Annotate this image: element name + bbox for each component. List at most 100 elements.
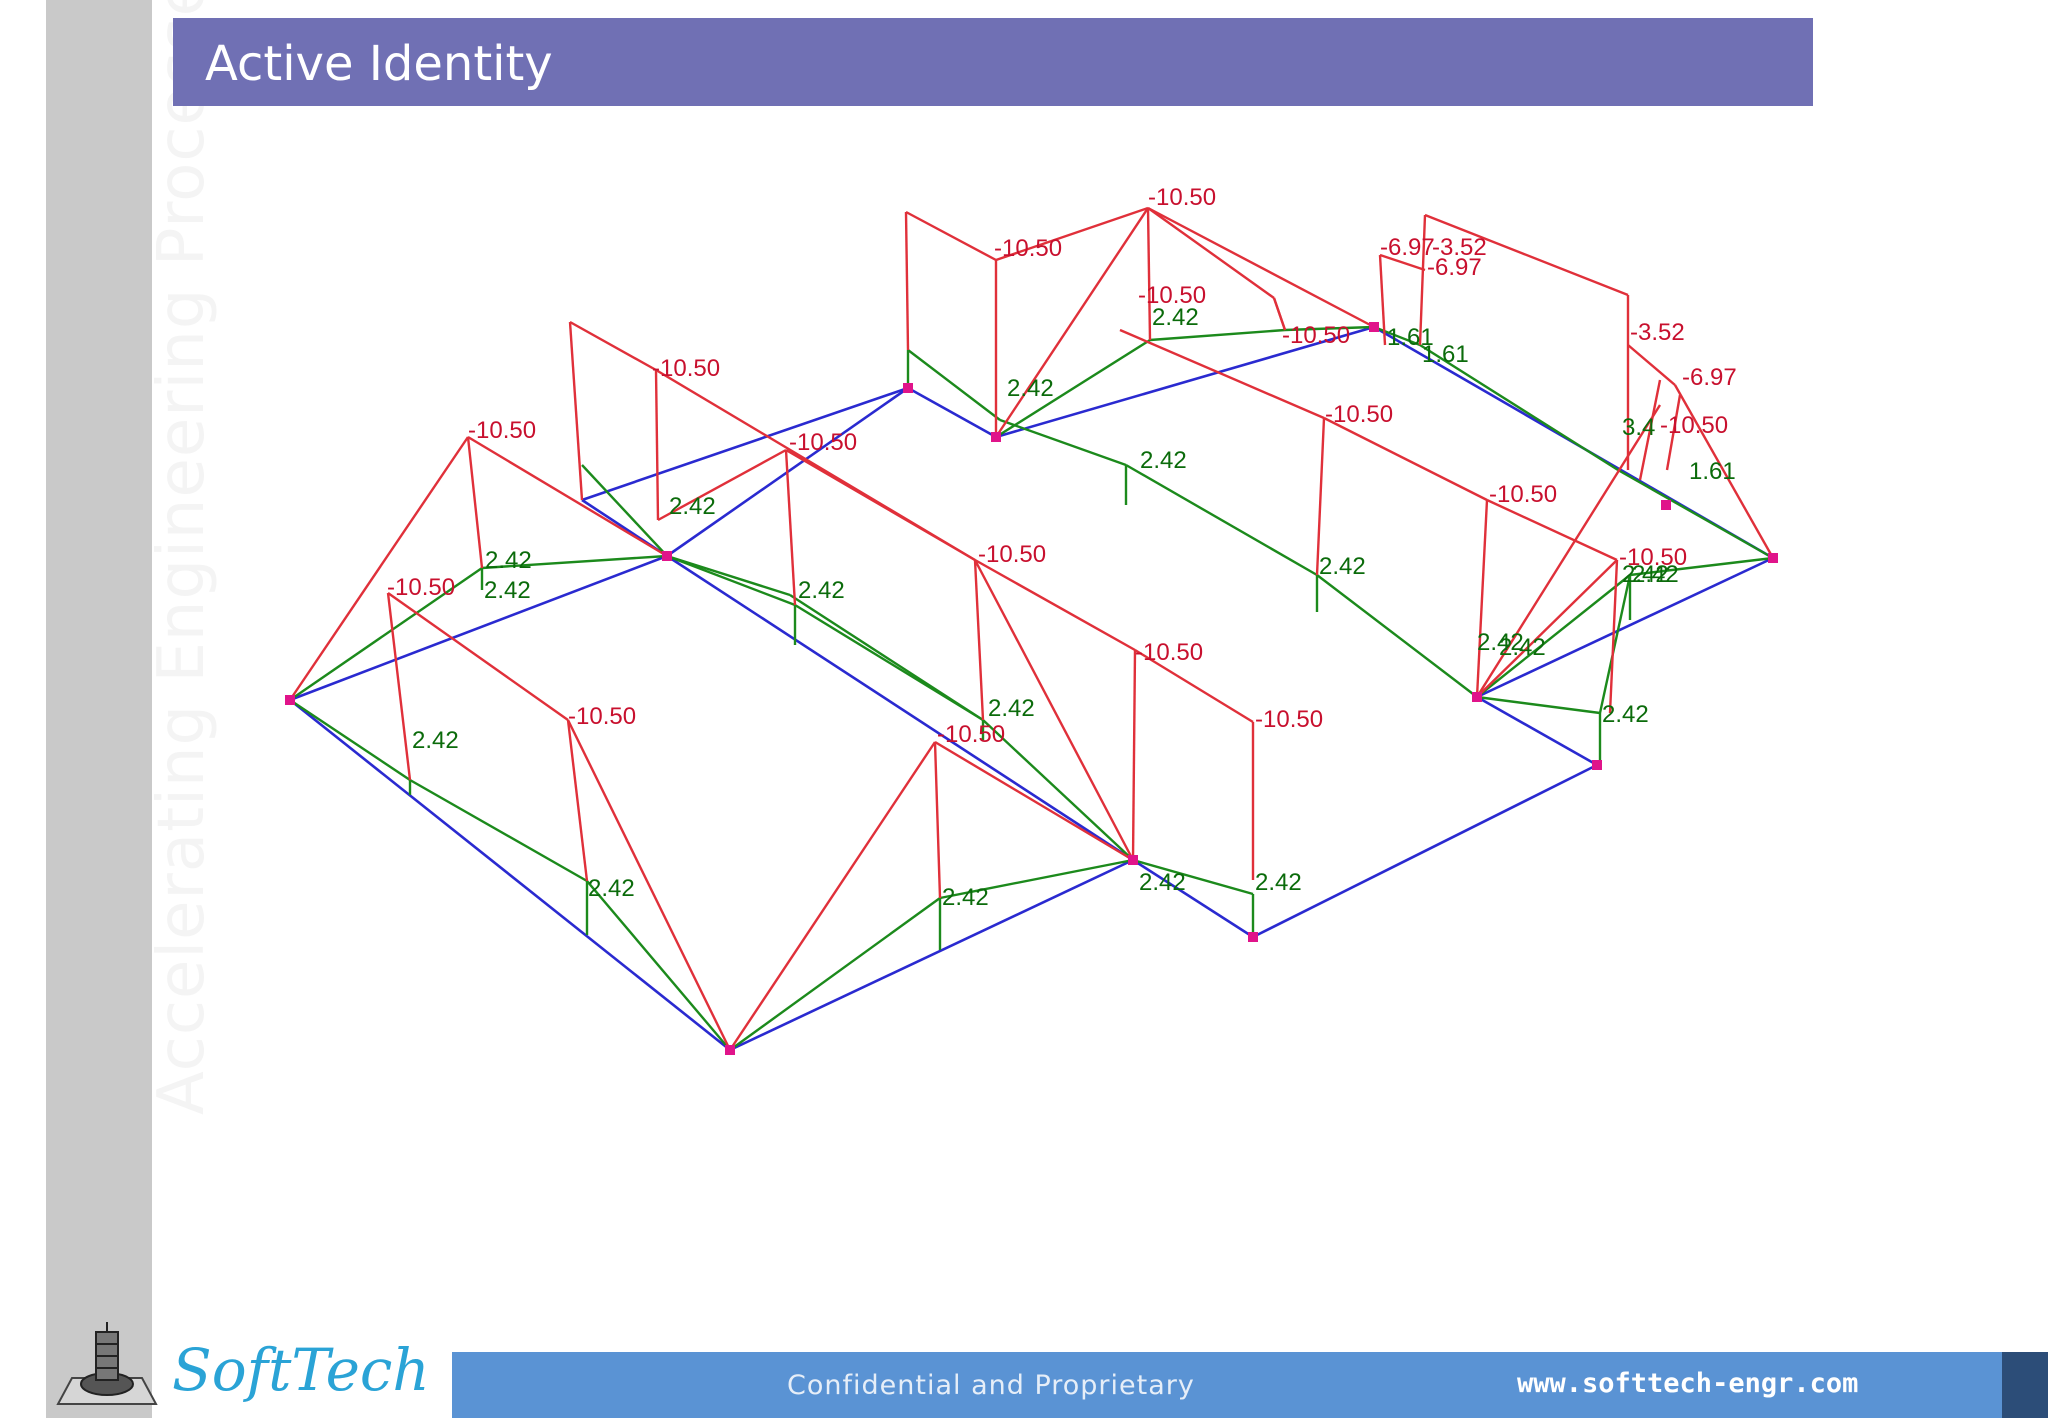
red-value-label: -10.50: [1489, 481, 1557, 508]
green-value-label: 2.42: [1632, 561, 1679, 588]
red-member-line: [1476, 559, 1618, 698]
red-member-line: [995, 206, 1149, 262]
support-node: [1248, 932, 1258, 942]
red-member-line: [973, 559, 985, 721]
red-member-line: [973, 559, 1135, 861]
red-value-label: -10.50: [1660, 412, 1728, 439]
green-value-label: 2.42: [484, 577, 531, 604]
red-member-line: [566, 719, 732, 1051]
green-diagram-line: [1629, 556, 1774, 577]
green-value-label: 2.42: [1140, 447, 1187, 474]
green-value-label: 2.42: [988, 695, 1035, 722]
base-line: [581, 386, 909, 502]
green-value-label: 2.42: [1007, 375, 1054, 402]
red-member-line: [934, 740, 1134, 862]
base-line: [729, 858, 1134, 1052]
red-value-label: -10.50: [468, 417, 536, 444]
green-diagram-line: [999, 418, 1127, 467]
green-diagram-line: [907, 349, 1001, 421]
red-value-label: -10.50: [1148, 184, 1216, 211]
red-value-label: -10.50: [994, 235, 1062, 262]
red-member-line: [904, 211, 910, 351]
support-node: [285, 695, 295, 705]
support-nodes: [285, 322, 1778, 1055]
red-member-line: [1475, 499, 1489, 698]
red-value-label: -10.50: [1282, 322, 1350, 349]
website-link[interactable]: www.softtech-engr.com: [1517, 1368, 1859, 1399]
green-value-label: 2.42: [1139, 869, 1186, 896]
green-diagram-line: [1598, 574, 1632, 714]
green-diagram-line: [1373, 325, 1421, 347]
value-labels: -10.50 -10.50 -10.50 -10.50 -10.50 -10.50 -10.…: [387, 184, 1737, 911]
base-line: [289, 554, 668, 702]
base-line: [289, 698, 731, 1052]
red-value-label: -10.50: [1325, 401, 1393, 428]
red-value-label: -10.50: [937, 721, 1005, 748]
green-value-label: 1.61: [1422, 341, 1469, 368]
base-line: [1476, 695, 1598, 767]
green-value-label: 2.42: [1602, 701, 1649, 728]
red-member-line: [1147, 207, 1275, 299]
green-diagram-line: [1419, 343, 1619, 472]
green-value-label: 2.42: [1499, 634, 1546, 661]
support-node: [1661, 500, 1671, 510]
base-line: [1476, 556, 1774, 699]
red-member-line: [1131, 649, 1137, 861]
base-line: [666, 554, 1134, 862]
company-logo-icon: [56, 1322, 158, 1405]
red-value-label: -10.50: [387, 574, 455, 601]
green-diagram-line: [729, 897, 941, 1051]
green-value-label: 2.42: [1477, 629, 1524, 656]
red-member-line: [1315, 417, 1326, 576]
red-member-line: [569, 320, 657, 372]
support-node: [1592, 760, 1602, 770]
red-member-line: [933, 741, 942, 899]
red-member-line: [1486, 498, 1618, 562]
support-node: [1369, 322, 1379, 332]
base-line: [995, 325, 1375, 439]
green-diagram-line: [666, 554, 791, 597]
base-line: [907, 386, 997, 439]
red-value-label: -3.52: [1630, 319, 1685, 346]
green-value-label: 2.42: [412, 727, 459, 754]
green-value-label: 2.42: [588, 875, 635, 902]
red-value-label: -10.50: [1255, 706, 1323, 733]
green-diagram-line: [1132, 858, 1254, 896]
red-member-line: [1379, 253, 1426, 272]
red-value-label: -10.50: [1138, 282, 1206, 309]
green-value-label: 2.42: [942, 884, 989, 911]
green-diagram-line: [995, 338, 1151, 439]
red-member-line: [386, 592, 412, 781]
title-bar: Active Identity: [173, 18, 1813, 106]
green-diagram-line: [1316, 574, 1478, 698]
red-member-line: [1475, 404, 1662, 698]
red-value-label: -10.50: [1619, 544, 1687, 571]
red-member-line: [1146, 207, 1152, 341]
confidential-notice: Confidential and Proprietary: [787, 1370, 1195, 1401]
green-diagram-line: [409, 778, 588, 883]
brand-logo-text: SoftTech: [172, 1336, 430, 1404]
red-member-line: [1638, 379, 1662, 481]
green-diagram-line: [666, 554, 796, 607]
red-member-line: [785, 448, 976, 562]
red-member-line: [905, 210, 997, 262]
red-member-line: [466, 436, 484, 569]
green-value-label: 2.42: [1319, 553, 1366, 580]
red-member-line: [1323, 416, 1488, 502]
side-banner: Accelerating Engineering Processes: [46, 0, 219, 1418]
red-member-line: [974, 558, 1136, 652]
support-node: [1768, 553, 1778, 563]
red-value-label: -10.50: [789, 429, 857, 456]
support-node: [1128, 855, 1138, 865]
green-diagram-line: [1476, 574, 1631, 698]
red-member-line: [784, 449, 797, 606]
support-node: [1472, 692, 1482, 702]
green-value-label: 3.4: [1622, 414, 1655, 441]
red-member-line: [387, 592, 569, 721]
red-member-line: [1378, 254, 1387, 346]
red-member-line: [654, 369, 660, 521]
green-value-label: 2.42: [1152, 304, 1199, 331]
red-value-label: -10.50: [568, 703, 636, 730]
red-member-line: [1627, 344, 1676, 386]
